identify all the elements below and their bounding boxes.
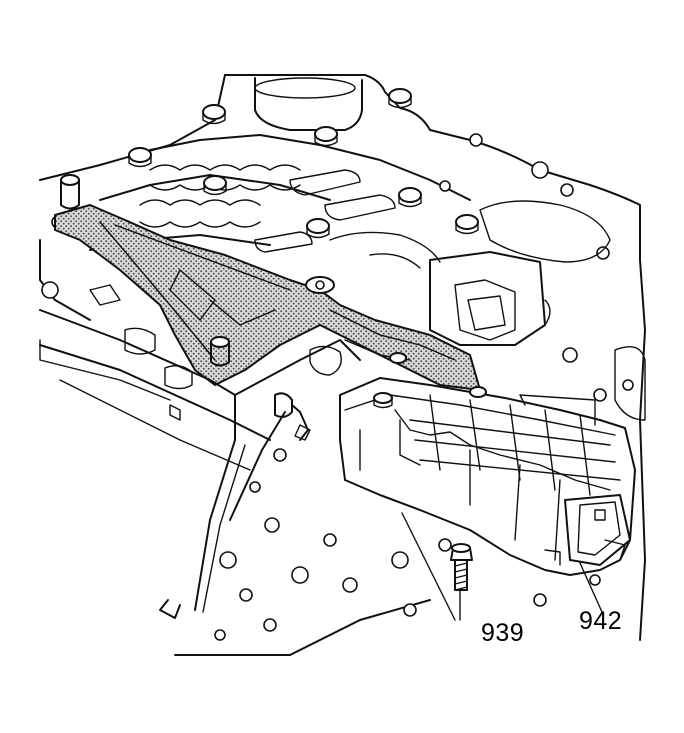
bolt-939 [450,543,473,591]
bolt-head [314,126,338,147]
bolt-head [455,214,479,235]
bolt-head [203,175,227,196]
lower-body [39,284,361,441]
solenoid-module [339,352,636,576]
bolt-head [388,88,412,109]
callout-939-label: 939 [481,619,525,647]
leader-lines [401,512,603,621]
connector-block [429,251,551,346]
stippled-bracket [54,174,481,391]
callout-942-label: 942 [579,607,623,635]
bolt-head [398,187,422,208]
wire-harness [229,392,311,521]
bolt-head [128,147,152,168]
bolt-head [202,104,226,125]
bolt-head [306,218,330,239]
valve-body-bolts [128,88,479,239]
